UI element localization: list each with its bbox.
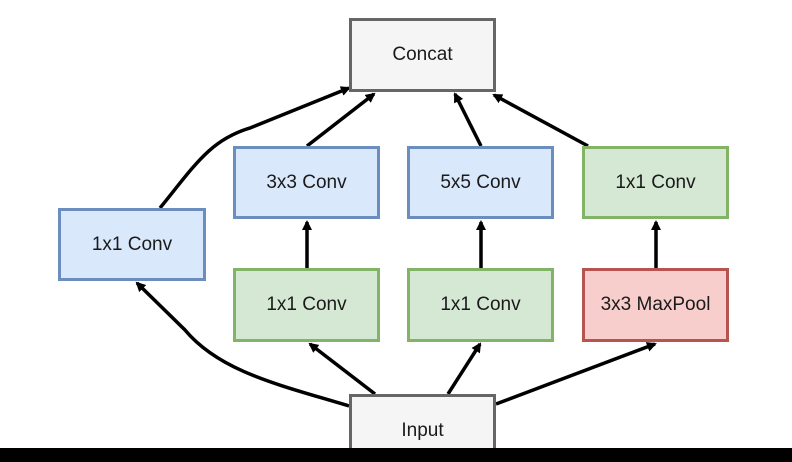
conv-1x1-reduce-5x5-node: 1x1 Conv bbox=[407, 268, 554, 342]
conv-1x1-pool-projection-node: 1x1 Conv bbox=[582, 146, 729, 219]
maxpool-3x3-label: 3x3 MaxPool bbox=[600, 294, 711, 315]
conv-1x1-reduce-3x3-node: 1x1 Conv bbox=[233, 268, 380, 342]
conv-1x1-reduce-5x5-label: 1x1 Conv bbox=[440, 294, 521, 315]
conv-1x1-left-label: 1x1 Conv bbox=[91, 233, 173, 255]
conv-1x1-left-node: 1x1 Conv bbox=[58, 208, 206, 281]
conv-3x3-label: 3x3 Conv bbox=[266, 171, 347, 193]
concat-node: Concat bbox=[349, 18, 496, 92]
conv-5x5-label: 5x5 Conv bbox=[440, 171, 521, 193]
arrow-input-to-3x3-reduce bbox=[308, 342, 377, 396]
conv-1x1-pool-projection-label: 1x1 Conv bbox=[615, 171, 696, 193]
arrow-left-conv-to-concat bbox=[158, 86, 351, 210]
arrow-input-to-5x5-reduce bbox=[446, 342, 482, 395]
input-label: Input bbox=[401, 420, 444, 441]
arrow-input-to-maxpool bbox=[495, 342, 657, 406]
conv-1x1-reduce-3x3-label: 1x1 Conv bbox=[266, 294, 347, 315]
arrow-pool-proj-to-concat bbox=[492, 93, 589, 148]
arrow-3x3-to-concat bbox=[305, 92, 376, 148]
conv-3x3-node: 3x3 Conv bbox=[233, 146, 380, 219]
conv-5x5-node: 5x5 Conv bbox=[407, 146, 554, 219]
arrow-5x5-to-concat bbox=[453, 92, 483, 147]
arrow-input-to-left-conv bbox=[135, 281, 350, 408]
maxpool-3x3-node: 3x3 MaxPool bbox=[582, 268, 729, 342]
concat-label: Concat bbox=[392, 44, 453, 65]
bottom-black-bar bbox=[0, 448, 792, 462]
